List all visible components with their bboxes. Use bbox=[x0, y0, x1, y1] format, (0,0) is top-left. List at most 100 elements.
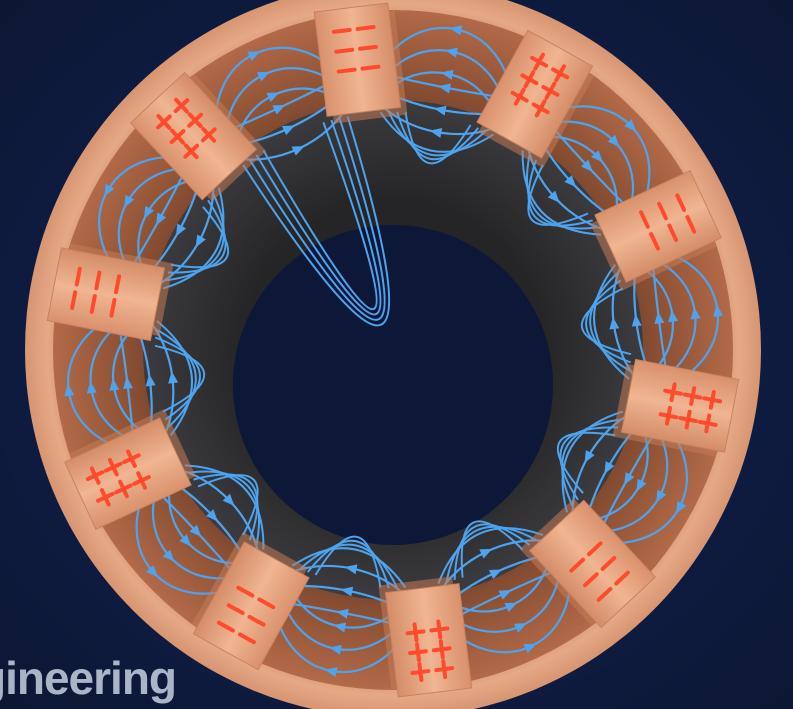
field-arrow bbox=[189, 524, 202, 537]
field-arrow bbox=[654, 311, 665, 324]
field-line-inner bbox=[154, 336, 201, 421]
field-arrow bbox=[123, 376, 133, 390]
pole-9-negative bbox=[46, 243, 174, 342]
field-arrow bbox=[504, 602, 518, 613]
positive-charge bbox=[431, 639, 452, 660]
field-line-inner bbox=[255, 119, 382, 316]
field-arrow bbox=[104, 183, 115, 197]
field-arrow bbox=[291, 146, 305, 156]
field-line-inner bbox=[156, 320, 193, 436]
positive-charge bbox=[697, 413, 718, 434]
field-arrow bbox=[206, 509, 218, 522]
negative-charge bbox=[237, 632, 256, 645]
field-line-inner bbox=[154, 344, 206, 413]
field-line-inner bbox=[167, 199, 227, 274]
field-arrow bbox=[547, 190, 560, 203]
field-arrow bbox=[604, 461, 615, 475]
negative-charge bbox=[614, 570, 630, 586]
negative-charge bbox=[657, 201, 668, 221]
positive-charge bbox=[169, 128, 186, 145]
field-line-inner bbox=[155, 328, 197, 429]
field-arrow bbox=[272, 104, 286, 115]
field-arrow bbox=[175, 223, 187, 237]
field-arrow bbox=[580, 159, 593, 172]
negative-charge bbox=[355, 24, 376, 31]
positive-charge bbox=[429, 619, 450, 640]
field-arrow bbox=[324, 667, 338, 677]
negative-charge bbox=[70, 290, 78, 311]
field-arrow bbox=[162, 549, 175, 562]
negative-charge bbox=[216, 620, 235, 633]
field-line-inner bbox=[527, 159, 593, 227]
field-arrow bbox=[609, 316, 620, 330]
field-line-inner bbox=[589, 271, 631, 372]
field-line-inner bbox=[437, 527, 544, 584]
field-arrow bbox=[124, 194, 135, 208]
field-line-inner bbox=[248, 117, 386, 321]
field-arrow bbox=[281, 125, 295, 136]
field-arrow bbox=[256, 71, 270, 82]
negative-charge bbox=[257, 597, 276, 610]
field-arrow bbox=[488, 569, 502, 580]
negative-charge bbox=[358, 44, 378, 51]
positive-charge bbox=[173, 97, 190, 114]
field-arrow bbox=[584, 450, 595, 464]
field-arrow bbox=[64, 383, 75, 397]
pole-body bbox=[620, 358, 740, 453]
field-arrow bbox=[145, 373, 156, 387]
field-arrow bbox=[340, 586, 354, 597]
field-arrow bbox=[109, 378, 120, 391]
field-line-inner bbox=[299, 543, 399, 589]
field-arrow bbox=[329, 644, 342, 655]
field-line-inner bbox=[387, 111, 487, 157]
field-arrow bbox=[438, 83, 451, 94]
positive-charge bbox=[156, 114, 172, 130]
negative-charge bbox=[583, 572, 599, 588]
positive-charge bbox=[85, 466, 105, 485]
field-arrow bbox=[168, 371, 179, 384]
field-arrow bbox=[440, 69, 454, 80]
positive-charge bbox=[682, 386, 703, 406]
positive-charge bbox=[663, 382, 683, 403]
pole-4-positive bbox=[612, 358, 740, 457]
negative-charge bbox=[236, 585, 255, 598]
field-arrow bbox=[607, 134, 620, 147]
pole-8-positive bbox=[64, 409, 196, 530]
field-arrow bbox=[690, 306, 701, 320]
field-arrow bbox=[675, 500, 687, 514]
negative-charge bbox=[331, 27, 352, 34]
negative-charge bbox=[109, 297, 117, 318]
negative-charge bbox=[569, 557, 586, 573]
field-arrow bbox=[564, 175, 577, 188]
field-line-inner bbox=[193, 473, 259, 541]
pole-body bbox=[594, 170, 722, 283]
field-arrow bbox=[143, 205, 155, 219]
field-arrow bbox=[498, 590, 512, 600]
field-arrow bbox=[656, 489, 667, 503]
positive-charge bbox=[132, 471, 151, 490]
field-line-inner bbox=[396, 111, 480, 161]
negative-charge bbox=[675, 193, 687, 212]
negative-charge bbox=[336, 67, 357, 74]
field-arrow bbox=[433, 105, 447, 116]
pole-body bbox=[528, 499, 657, 629]
positive-charge bbox=[520, 70, 539, 89]
field-line-inner bbox=[314, 535, 382, 588]
field-line-inner bbox=[242, 116, 391, 327]
positive-charge bbox=[434, 659, 455, 680]
field-arrow bbox=[146, 565, 158, 578]
field-line-inner bbox=[593, 264, 630, 380]
positive-charge bbox=[405, 622, 426, 643]
field-line-inner bbox=[556, 431, 616, 494]
positive-charge bbox=[510, 87, 529, 106]
field-line-inner bbox=[188, 470, 261, 546]
negative-charge bbox=[596, 586, 613, 602]
field-line-inner bbox=[306, 539, 390, 589]
field-line-inner bbox=[525, 154, 598, 230]
field-arrow bbox=[195, 234, 206, 248]
positive-charge bbox=[200, 127, 217, 143]
negative-charge bbox=[649, 232, 660, 251]
positive-charge bbox=[702, 389, 723, 410]
positive-charge bbox=[408, 642, 428, 663]
